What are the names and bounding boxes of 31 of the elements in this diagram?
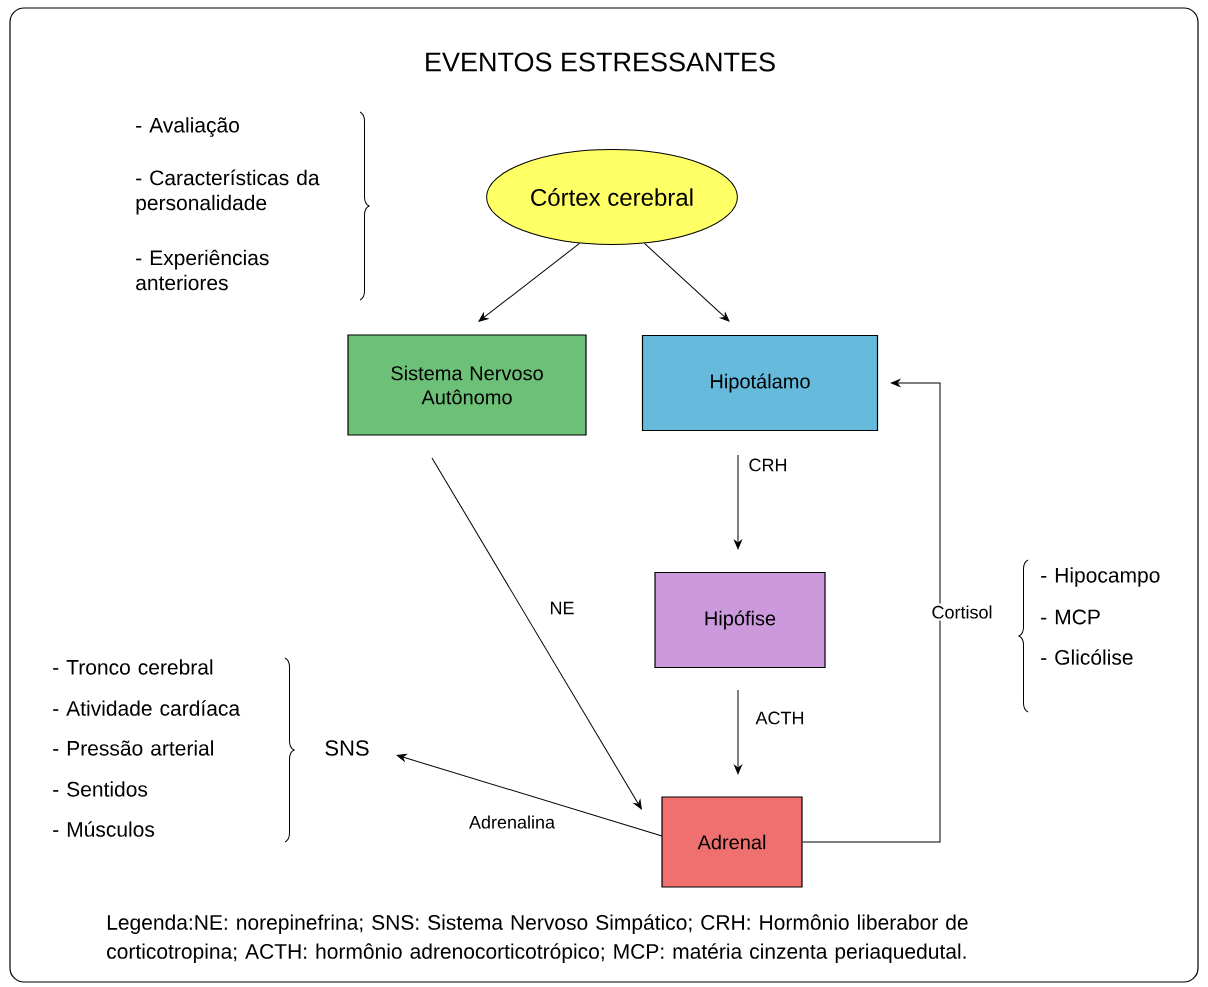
edge-label: CRH <box>746 456 790 474</box>
node-label: SNS <box>325 740 369 756</box>
arrow <box>644 242 730 322</box>
edge-label: Adrenalina <box>467 813 558 831</box>
list-item: - Atividade cardíaca <box>53 700 241 716</box>
arrow <box>734 689 742 775</box>
list-item: - Músculos <box>53 821 155 837</box>
process-box: Hipotálamo <box>641 334 879 432</box>
arrow <box>396 754 663 837</box>
arrow <box>478 242 581 322</box>
arrow <box>431 457 642 810</box>
list-item: - Hipocampo <box>1041 567 1160 587</box>
edge-label: ACTH <box>753 709 807 727</box>
list-item: - Experiências anteriores <box>136 249 269 291</box>
list-item: - MCP <box>1041 609 1100 625</box>
process-box: Hipófise <box>654 571 826 669</box>
arrow <box>734 454 742 550</box>
arrow <box>802 379 941 843</box>
list-item: - Avaliação <box>136 117 239 137</box>
list-item: - Glicólise <box>1041 649 1133 665</box>
edge-label: Cortisol <box>929 603 995 621</box>
caption: Legenda:NE: norepinefrina; SNS: Sistema Nervoso Simpático; CRH: Hormônio liberabor de corticotropina; ACTH: hormônio adrenocorticotrópico; MCP: matéria cinzenta periaquedutal. <box>107 914 968 963</box>
edge-label: NE <box>547 599 577 617</box>
process-box: Adrenal <box>661 796 803 888</box>
list-item: - Tronco cerebral <box>53 659 213 675</box>
process-box: Sistema Nervoso Autônomo <box>347 334 587 436</box>
list-item: - Pressão arterial <box>53 740 213 756</box>
list-item: - Características da personalidade <box>136 169 320 215</box>
ellipse-node: Córtex cerebral <box>486 149 738 245</box>
list-item: - Sentidos <box>53 781 148 797</box>
title: EVENTOS ESTRESSANTES <box>426 52 775 72</box>
